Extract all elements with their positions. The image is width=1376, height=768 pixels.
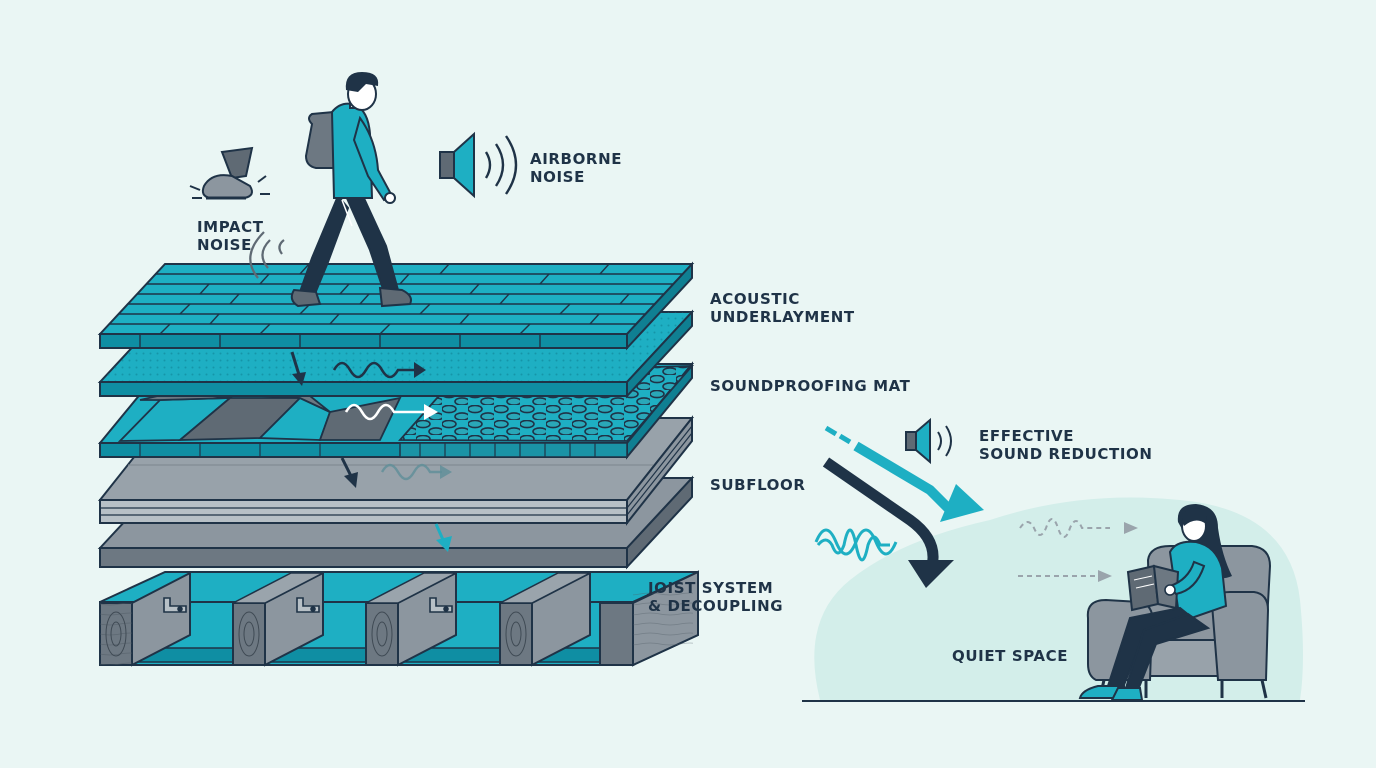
quiet-space-text: QUIET SPACE (952, 647, 1068, 665)
subfloor-label: SUBFLOOR (710, 476, 806, 494)
airborne-noise-label: AIRBORNE NOISE (530, 150, 622, 186)
joist-system (100, 572, 698, 665)
airborne-noise-line-1: AIRBORNE (530, 150, 622, 168)
joist-system-label: JOIST SYSTEM & DECOUPLING (648, 579, 783, 615)
soundproofing-mat-label: SOUNDPROOFING MAT (710, 377, 911, 395)
joist-system-line-2: & DECOUPLING (648, 597, 783, 615)
impact-noise-line-1: IMPACT (197, 218, 264, 236)
speaker-icon-small (906, 420, 951, 462)
soundproofing-mat-text: SOUNDPROOFING MAT (710, 377, 911, 395)
acoustic-underlayment-line-1: ACOUSTIC (710, 290, 855, 308)
speaker-icon (440, 134, 516, 196)
effective-sound-reduction-line-1: EFFECTIVE (979, 427, 1153, 445)
effective-sound-reduction-line-2: SOUND REDUCTION (979, 445, 1153, 463)
impact-noise-label: IMPACT NOISE (197, 218, 264, 254)
impact-noise-line-2: NOISE (197, 236, 264, 254)
acoustic-underlayment-line-2: UNDERLAYMENT (710, 308, 855, 326)
subfloor-text: SUBFLOOR (710, 476, 806, 494)
quiet-space-label: QUIET SPACE (952, 647, 1068, 665)
foot-step-icon (190, 148, 270, 198)
joist-system-line-1: JOIST SYSTEM (648, 579, 783, 597)
airborne-noise-line-2: NOISE (530, 168, 622, 186)
effective-sound-reduction-label: EFFECTIVE SOUND REDUCTION (979, 427, 1153, 463)
acoustic-underlayment-label: ACOUSTIC UNDERLAYMENT (710, 290, 855, 326)
